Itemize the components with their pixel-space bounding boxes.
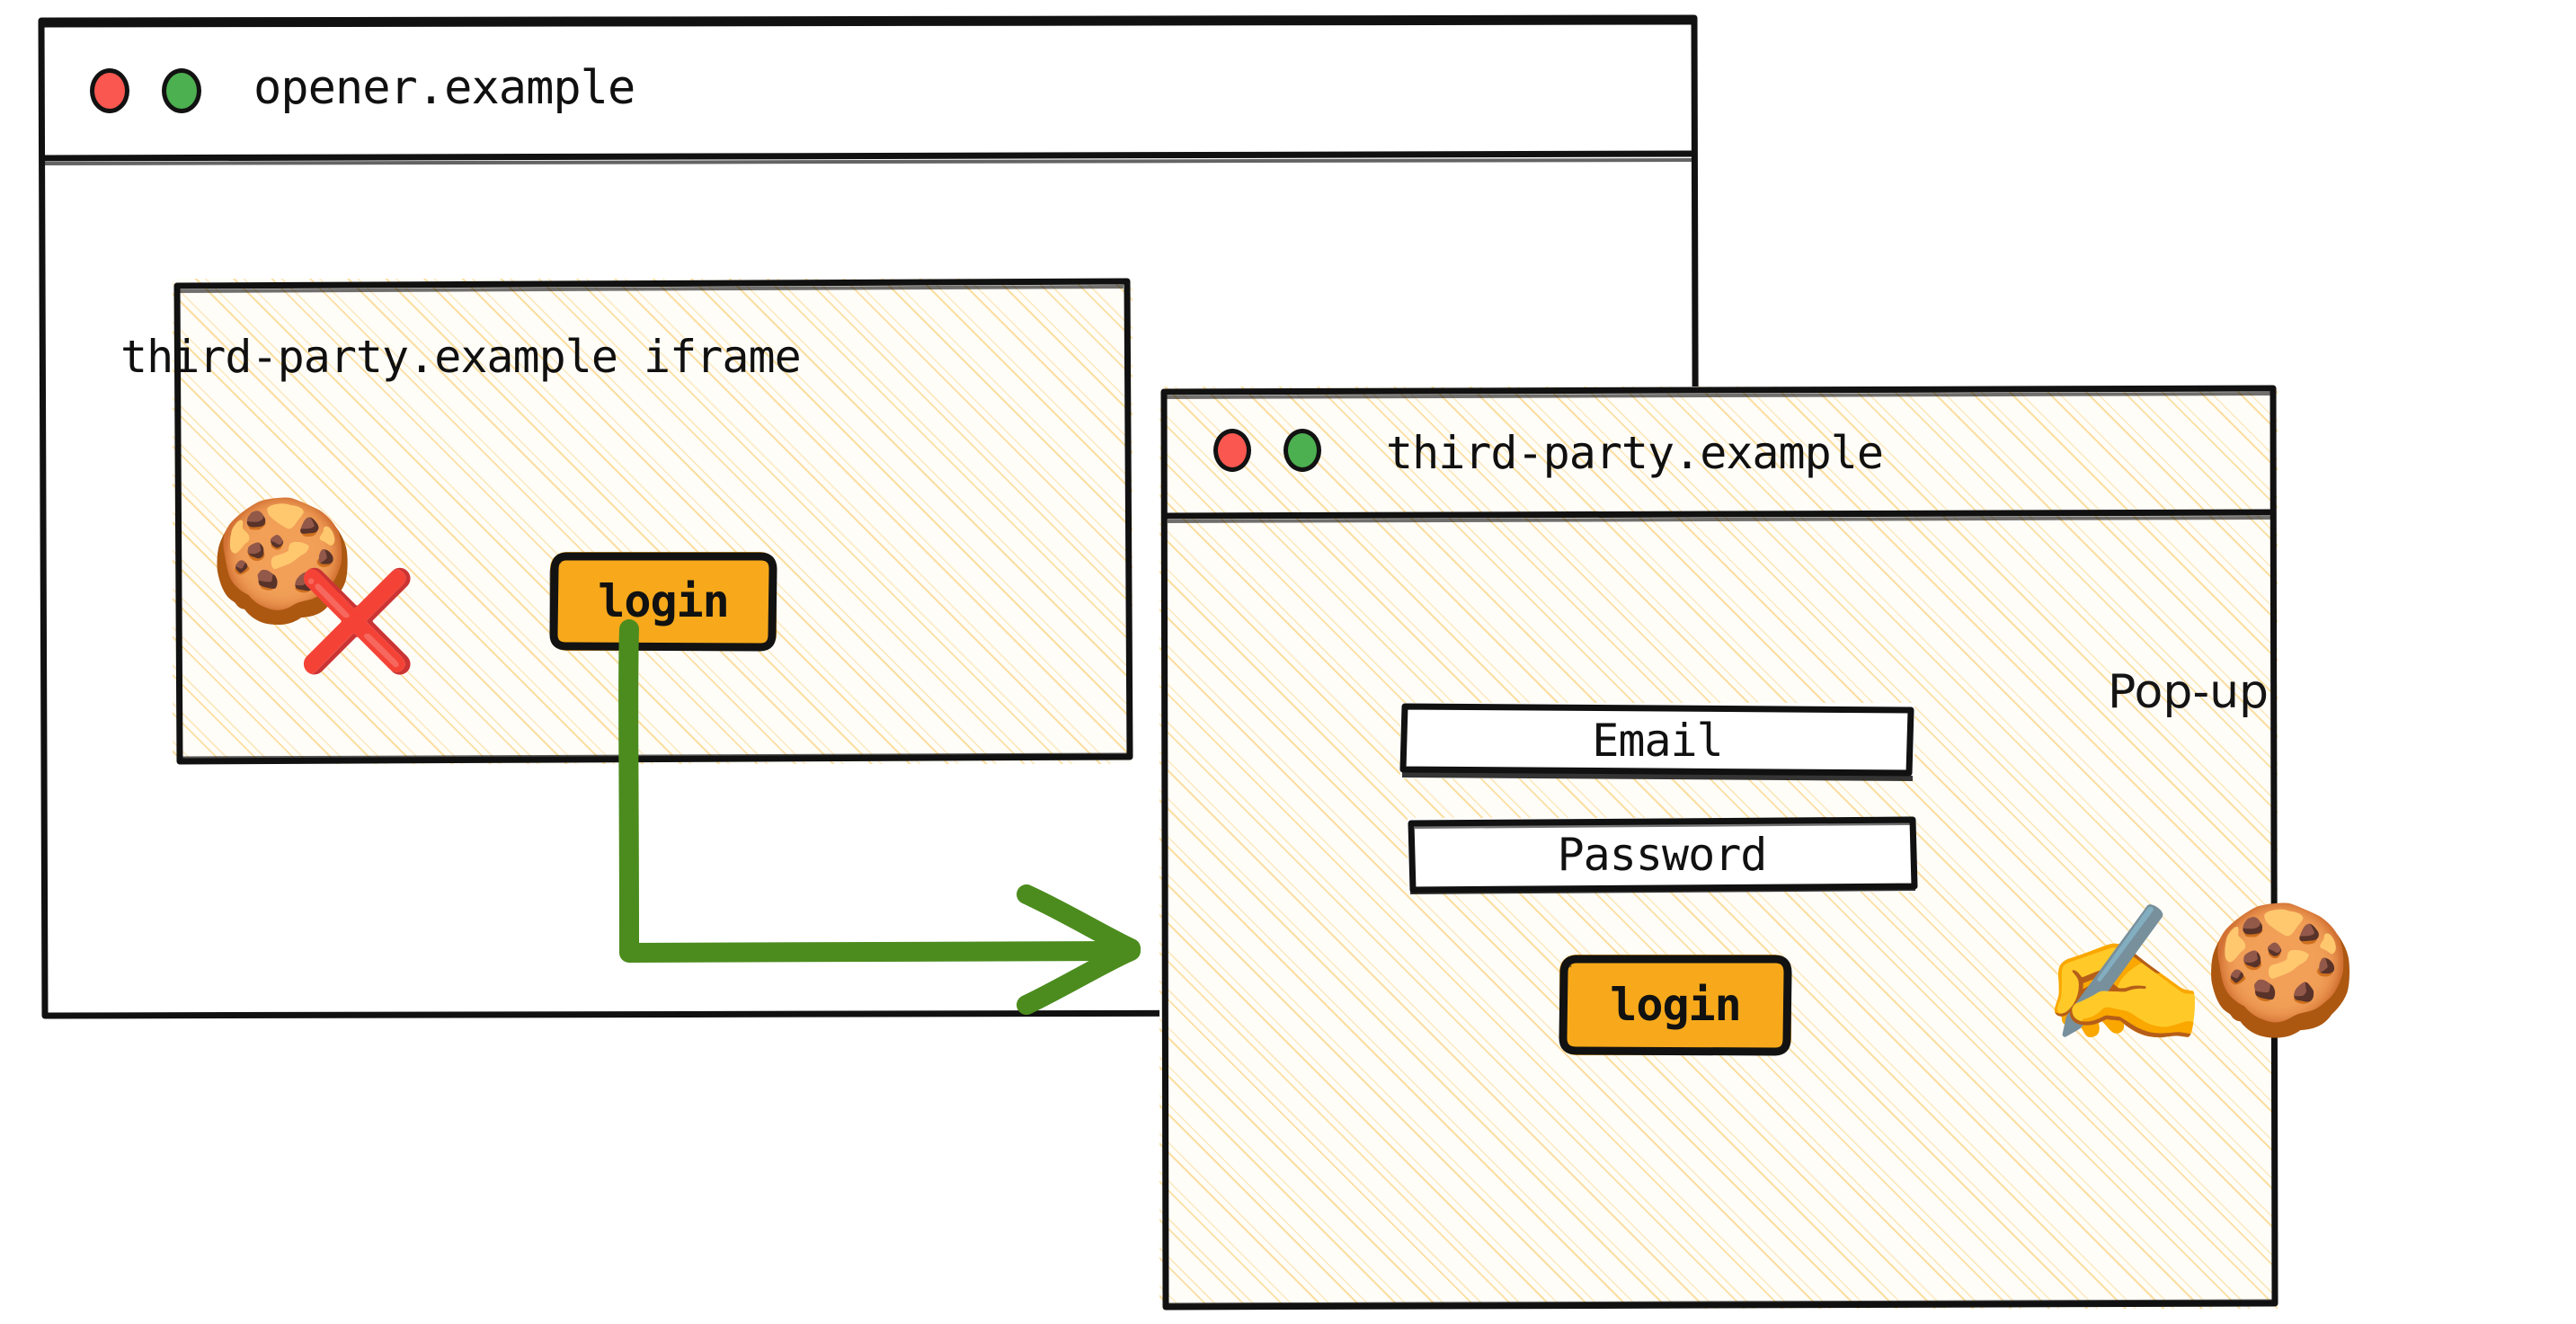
popup-maximize-button[interactable] xyxy=(1284,429,1321,472)
email-field[interactable]: Email xyxy=(1399,703,1914,781)
popup-cookie-icon: 🍪 xyxy=(2202,897,2359,1044)
password-field-label: Password xyxy=(1557,829,1768,881)
opener-title-bar: opener.example xyxy=(38,16,1699,160)
iframe-login-button-label: login xyxy=(598,575,730,627)
email-field-label: Email xyxy=(1592,715,1724,767)
password-field[interactable]: Password xyxy=(1408,816,1918,894)
opener-close-button[interactable] xyxy=(90,68,129,113)
blocked-cross-icon: ❌ xyxy=(297,565,418,678)
popup-title-bar: third-party.example xyxy=(1159,387,2278,517)
popup-annotation-label: Pop-up xyxy=(2108,665,2270,719)
popup-login-button-label: login xyxy=(1610,979,1742,1031)
popup-window-title: third-party.example xyxy=(1386,427,1884,479)
popup-login-button[interactable]: login xyxy=(1559,955,1792,1056)
iframe-login-button[interactable]: login xyxy=(549,552,777,652)
popup-close-button[interactable] xyxy=(1213,429,1251,472)
opener-maximize-button[interactable] xyxy=(162,68,201,113)
iframe-label: third-party.example iframe xyxy=(120,331,802,383)
opener-window-title: opener.example xyxy=(253,61,635,115)
cookie-icon: 🍪 xyxy=(209,492,357,630)
writing-hand-icon: ✍️ xyxy=(2040,897,2208,1053)
